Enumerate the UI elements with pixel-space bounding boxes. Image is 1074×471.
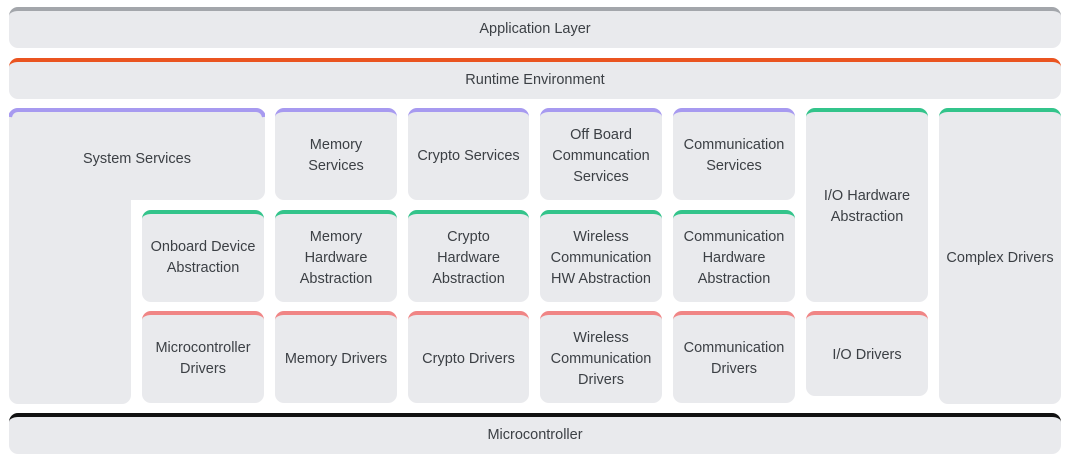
io-hardware-abstraction-block: I/O Hardware Abstraction: [806, 108, 928, 302]
memory-drivers-label: Memory Drivers: [284, 350, 388, 367]
communication-services-label: Communication Services: [683, 137, 785, 174]
communication-hardware-abstraction-label: Communication Hardware Abstraction: [683, 228, 785, 287]
memory-drivers-block: Memory Drivers: [275, 311, 397, 403]
memory-services-label: Memory Services: [308, 137, 364, 174]
memory-hardware-abstraction-block: Memory Hardware Abstraction: [275, 210, 397, 302]
system-services-shape: [9, 108, 265, 404]
wireless-communication-drivers-label: Wireless Communication Drivers: [550, 329, 652, 388]
communication-drivers-block: Communication Drivers: [673, 311, 795, 403]
io-hardware-abstraction-label: I/O Hardware Abstraction: [823, 188, 911, 225]
communication-hardware-abstraction-block: Communication Hardware Abstraction: [673, 210, 795, 302]
application-layer-label: Application Layer: [479, 21, 591, 37]
microcontroller-label: Microcontroller: [487, 427, 583, 443]
onboard-device-abstraction-block: Onboard Device Abstraction: [142, 210, 264, 302]
wireless-communication-drivers-block: Wireless Communication Drivers: [540, 311, 662, 403]
crypto-services-block: Crypto Services: [408, 108, 529, 200]
complex-drivers-label: Complex Drivers: [946, 249, 1054, 266]
io-drivers-label: I/O Drivers: [832, 347, 902, 363]
crypto-services-label: Crypto Services: [417, 147, 520, 164]
memory-services-block: Memory Services: [275, 108, 397, 200]
crypto-hardware-abstraction-label: Crypto Hardware Abstraction: [432, 228, 505, 287]
offboard-communication-services-label: Off Board Communcation Services: [552, 126, 650, 185]
onboard-device-abstraction-label: Onboard Device Abstraction: [150, 239, 256, 276]
complex-drivers-block: Complex Drivers: [939, 108, 1061, 404]
runtime-environment-label: Runtime Environment: [465, 72, 605, 88]
system-services-label: System Services: [83, 151, 191, 167]
crypto-hardware-abstraction-block: Crypto Hardware Abstraction: [408, 210, 529, 302]
microcontroller-block: Microcontroller: [9, 413, 1061, 454]
io-drivers-block: I/O Drivers: [806, 311, 928, 396]
crypto-drivers-label: Crypto Drivers: [422, 350, 515, 367]
application-layer-block: Application Layer: [9, 7, 1061, 48]
communication-drivers-label: Communication Drivers: [683, 340, 785, 377]
communication-services-block: Communication Services: [673, 108, 795, 200]
microcontroller-drivers-block: Microcontroller Drivers: [142, 311, 264, 403]
system-services-block: System Services: [9, 108, 265, 404]
offboard-communication-services-block: Off Board Communcation Services: [540, 108, 662, 200]
crypto-drivers-block: Crypto Drivers: [408, 311, 529, 403]
wireless-hw-abstraction-block: Wireless Communication HW Abstraction: [540, 210, 662, 302]
runtime-environment-block: Runtime Environment: [9, 58, 1061, 99]
microcontroller-drivers-label: Microcontroller Drivers: [155, 340, 251, 377]
memory-hardware-abstraction-label: Memory Hardware Abstraction: [299, 228, 373, 287]
wireless-hw-abstraction-label: Wireless Communication HW Abstraction: [550, 228, 652, 287]
